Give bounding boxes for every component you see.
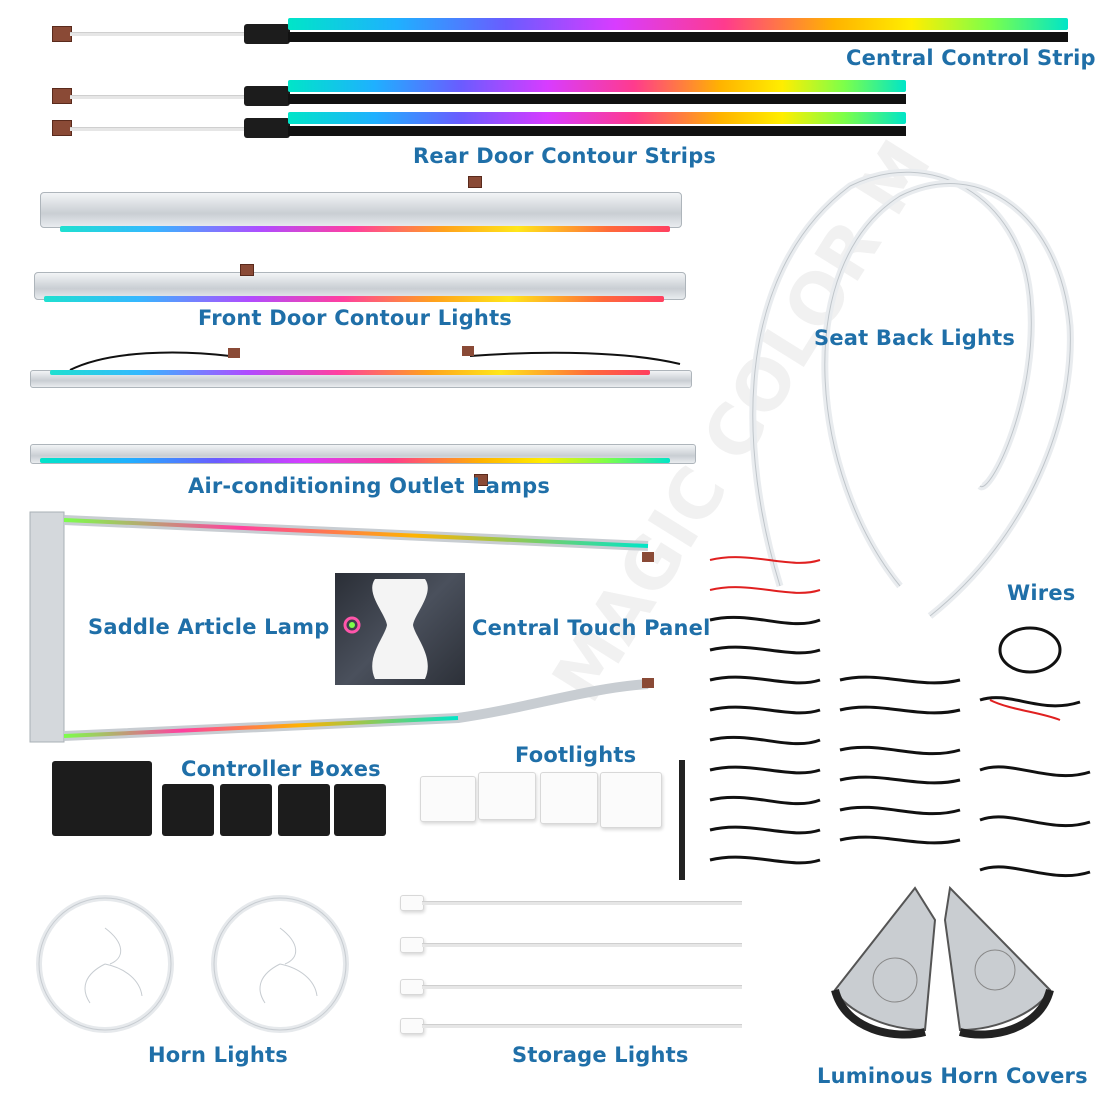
footlight [478,772,536,820]
connector-plug-icon [52,26,72,42]
wire [422,1024,742,1028]
storage-connector [400,979,424,995]
label-air-conditioning-outlet-lamps: Air-conditioning Outlet Lamps [188,474,551,498]
label-front-door-contour-lights: Front Door Contour Lights [198,306,513,330]
strip-base [288,94,906,104]
wire [70,127,245,131]
controller-box [334,784,386,836]
label-saddle-article-lamp: Saddle Article Lamp [88,615,330,639]
wire [422,985,742,989]
wire [70,95,245,99]
strip-base [288,126,906,136]
controller-box [220,784,272,836]
storage-connector [400,1018,424,1034]
outlet-wire-graphic [69,346,681,371]
touch-panel-graphic [343,579,428,679]
main-controller-box [52,761,152,836]
horn-lights-graphic [36,895,349,1033]
connector-plug-icon [240,264,254,276]
horn-covers-graphic [831,885,1054,1039]
connector-plug-icon [468,176,482,188]
saddle-lamp-graphic [29,511,654,743]
label-rear-door-contour-strips: Rear Door Contour Strips [413,144,717,168]
label-central-control-strip: Central Control Strip [846,46,1096,70]
connector-plug-icon [474,474,488,486]
storage-connector [400,895,424,911]
label-controller-boxes: Controller Boxes [181,757,381,781]
seat-back-lights-graphic [749,168,1074,619]
label-storage-lights: Storage Lights [512,1043,689,1067]
rgb-light-strip [288,112,906,124]
label-footlights: Footlights [515,743,637,767]
footlight [540,772,598,824]
wire-harnesses-graphic [709,556,1091,878]
controller-box [278,784,330,836]
label-horn-lights: Horn Lights [148,1043,288,1067]
rgb-light-strip [288,80,906,92]
label-seat-back-lights: Seat Back Lights [814,326,1016,350]
connector-plug-icon [52,120,72,136]
strip-end-cap [244,86,290,106]
label-luminous-horn-covers: Luminous Horn Covers [817,1064,1088,1088]
storage-connector [400,937,424,953]
wire [422,901,742,905]
rgb-light-strip [60,226,670,232]
label-central-touch-panel: Central Touch Panel [472,616,711,640]
connector-plug-icon [52,88,72,104]
label-wires: Wires [1007,581,1076,605]
strip-base [288,32,1068,42]
wire [70,32,245,36]
footlight [600,772,662,828]
central-touch-panel-product [335,573,465,685]
strip-end-cap [244,24,290,44]
rgb-light-strip [288,18,1068,30]
light-tray [40,192,682,228]
footlight [420,776,476,822]
rgb-light-strip [50,370,650,375]
rgb-light-strip [40,458,670,463]
wire [422,943,742,947]
drill-bit-icon [679,760,685,880]
controller-box [162,784,214,836]
strip-end-cap [244,118,290,138]
rgb-light-strip [44,296,664,302]
